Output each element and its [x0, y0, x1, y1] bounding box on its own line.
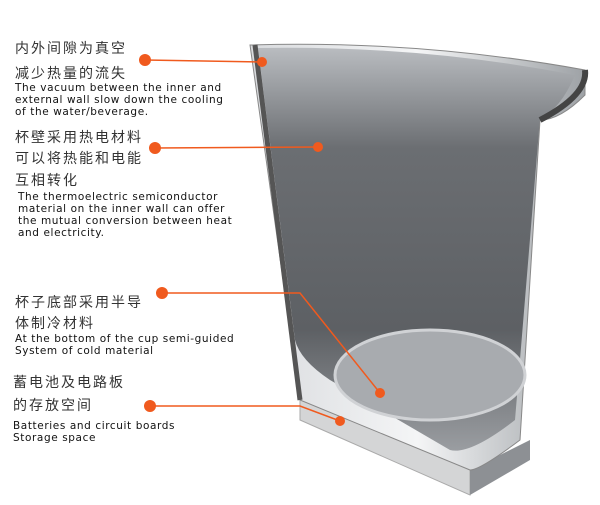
battery-en: Batteries and circuit boards Storage spa…: [13, 420, 176, 444]
callout-dot: [139, 54, 151, 66]
battery-cn-1: 蓄电池及电路板: [13, 375, 125, 391]
bottom-cn-1: 杯子底部采用半导: [15, 295, 143, 311]
callout-dot: [144, 400, 156, 412]
callout-dot: [375, 388, 385, 398]
bottom-en: At the bottom of the cup semi-guided Sys…: [15, 333, 235, 357]
callout-dot: [149, 142, 161, 154]
callout-line-battery: [150, 405, 341, 422]
bottom-cn-2: 体制冷材料: [15, 316, 95, 332]
battery-cn-2: 的存放空间: [13, 398, 93, 414]
vacuum-cn-2: 减少热量的流失: [15, 66, 127, 82]
callout-line-vacuum: [144, 59, 263, 63]
callout-dot: [257, 57, 267, 67]
vacuum-en: The vacuum between the inner and externa…: [15, 82, 224, 118]
vacuum-cn-1: 内外间隙为真空: [15, 41, 127, 57]
cup-bottom: [333, 328, 527, 422]
thermo-cn-2: 可以将热能和电能: [15, 151, 143, 167]
callout-dot: [335, 416, 345, 426]
callout-line-bottom: [162, 292, 381, 394]
callout-dot: [156, 287, 168, 299]
callout-dot: [313, 142, 323, 152]
thermo-cn-3: 互相转化: [15, 173, 79, 189]
callout-line-thermo: [154, 146, 319, 149]
thermo-en: The thermoelectric semiconductor materia…: [18, 191, 233, 239]
thermo-cn-1: 杯壁采用热电材料: [15, 130, 143, 146]
